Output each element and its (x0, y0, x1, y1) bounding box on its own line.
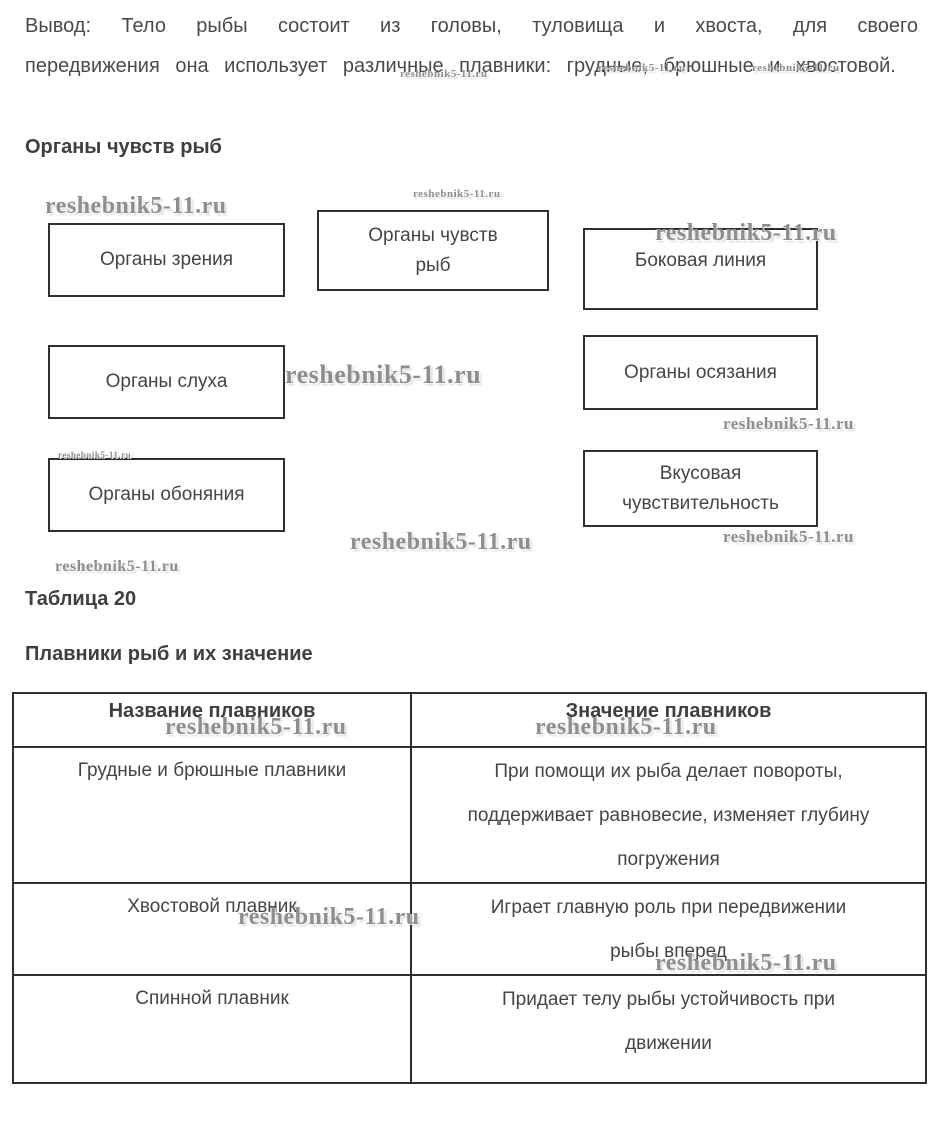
watermark: reshebnik5-11.ru (598, 62, 686, 74)
watermark: reshebnik5-11.ru (535, 714, 717, 740)
section-heading-fins: Плавники рыб и их значение (25, 643, 313, 665)
table-header-fin-value: Значение плавников (410, 692, 927, 748)
fins-table: Название плавников Значение плавников Гр… (12, 692, 927, 1084)
table-row: Грудные и брюшные плавники При помощи их… (12, 746, 927, 884)
diagram-box-vision: Органы зрения (48, 223, 285, 297)
watermark: reshebnik5-11.ru (58, 450, 132, 460)
watermark: reshebnik5-11.ru (655, 950, 837, 976)
diagram-box-smell: Органы обоняния (48, 458, 285, 532)
watermark: reshebnik5-11.ru (285, 360, 482, 389)
watermark: reshebnik5-11.ru (400, 68, 488, 80)
diagram-box-sense-organs: Органы чувств рыб (317, 210, 549, 291)
fin-name-cell: Грудные и брюшные плавники (12, 746, 412, 884)
watermark: reshebnik5-11.ru (55, 558, 179, 575)
diagram-box-touch: Органы осязания (583, 335, 818, 410)
fin-value-cell: Придает телу рыбы устойчивость при движе… (410, 974, 927, 1084)
watermark: reshebnik5-11.ru (350, 529, 532, 555)
diagram-box-lateral-line: Боковая линия (583, 228, 818, 310)
fin-name-cell: Спинной плавник (12, 974, 412, 1084)
diagram-box-taste: Вкусовая чувствительность (583, 450, 818, 527)
table-label: Таблица 20 (25, 588, 137, 610)
table-row: Хвостовой плавник Играет главную роль пр… (12, 882, 927, 976)
section-heading-sense-organs: Органы чувств рыб (25, 136, 222, 158)
fin-value-cell: При помощи их рыба делает повороты, подд… (410, 746, 927, 884)
fin-name-cell: Хвостовой плавник (12, 882, 412, 976)
watermark: reshebnik5-11.ru (45, 193, 227, 219)
watermark: reshebnik5-11.ru (238, 904, 420, 930)
table-header-row: Название плавников Значение плавников (12, 692, 927, 748)
table-row: Спинной плавник Придает телу рыбы устойч… (12, 974, 927, 1084)
fin-value-cell: Играет главную роль при передвижении рыб… (410, 882, 927, 976)
watermark: reshebnik5-11.ru (752, 62, 840, 74)
watermark: reshebnik5-11.ru (723, 527, 854, 546)
intro-paragraph: Вывод: Тело рыбы состоит из головы, туло… (25, 15, 918, 77)
watermark: reshebnik5-11.ru (165, 714, 347, 740)
watermark: reshebnik5-11.ru (413, 188, 501, 200)
watermark: reshebnik5-11.ru (723, 414, 854, 433)
table-header-fin-name: Название плавников (12, 692, 412, 748)
watermark: reshebnik5-11.ru (655, 220, 837, 246)
diagram-box-hearing: Органы слуха (48, 345, 285, 419)
